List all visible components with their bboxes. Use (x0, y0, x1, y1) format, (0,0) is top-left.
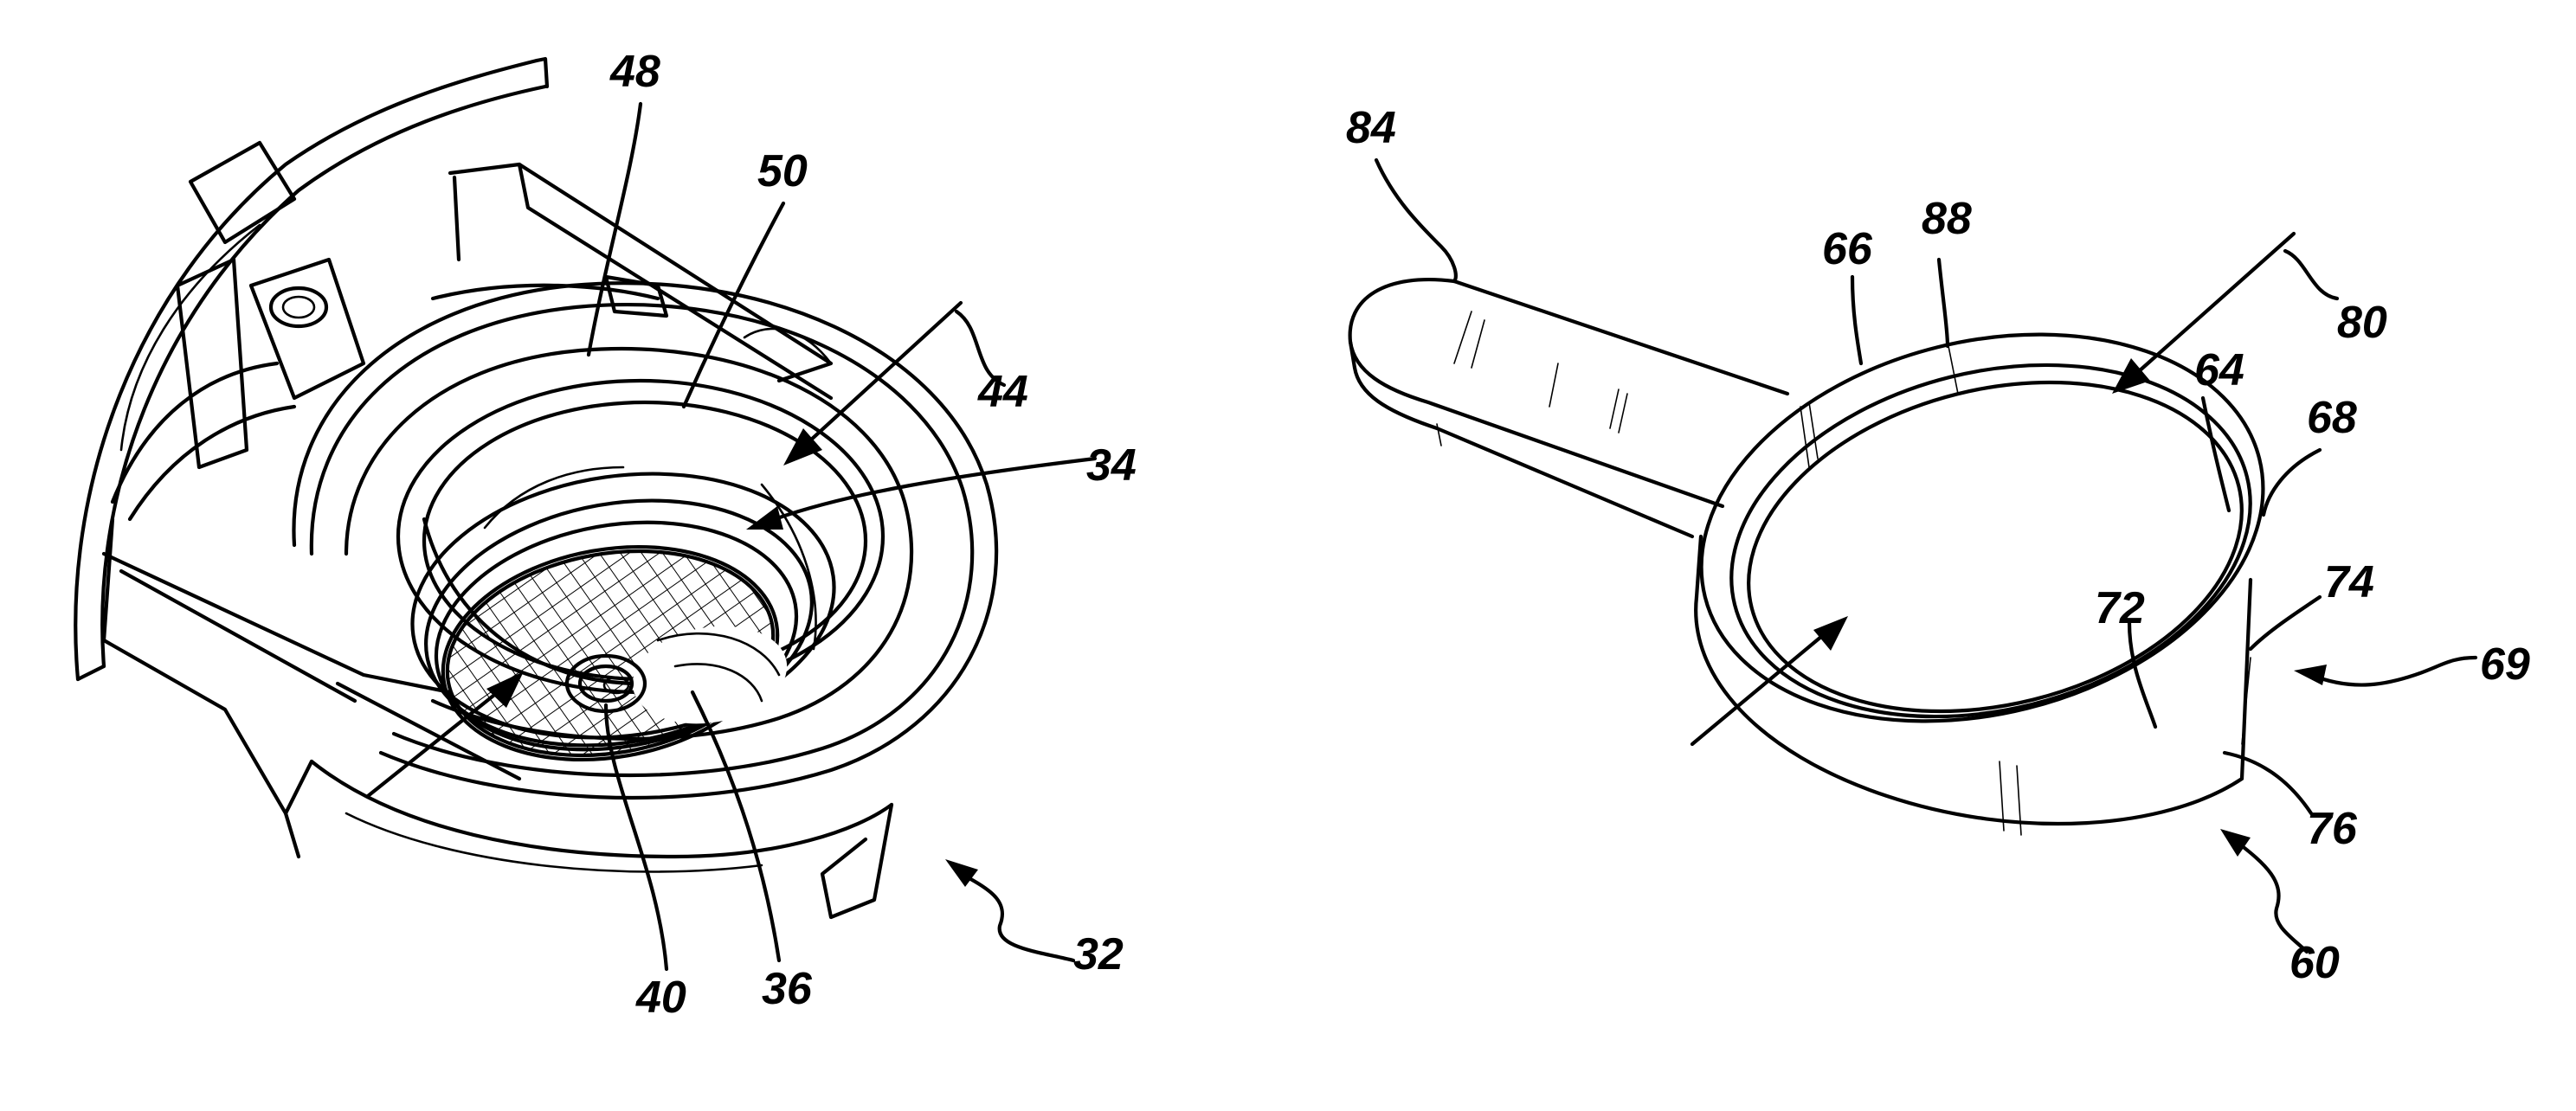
left-figure: 48 50 44 34 32 40 36 (75, 47, 1137, 1023)
label-50: 50 (757, 146, 808, 196)
label-74: 74 (2324, 557, 2374, 607)
label-60: 60 (2289, 938, 2340, 988)
label-66: 66 (1822, 224, 1873, 274)
label-36: 36 (762, 964, 813, 1014)
label-48: 48 (609, 47, 660, 97)
label-64: 64 (2194, 345, 2244, 395)
label-34: 34 (1086, 440, 1137, 491)
label-40: 40 (635, 973, 686, 1023)
handle (1350, 279, 1787, 536)
right-figure: 84 66 88 80 64 68 74 72 69 76 60 (1346, 103, 2530, 988)
label-84: 84 (1346, 103, 1396, 153)
label-68: 68 (2307, 393, 2357, 443)
label-69: 69 (2480, 639, 2530, 690)
label-32: 32 (1073, 929, 1124, 979)
label-76: 76 (2307, 804, 2358, 854)
label-80: 80 (2337, 298, 2387, 348)
label-88: 88 (1922, 194, 1972, 244)
label-44: 44 (977, 367, 1028, 417)
label-72: 72 (2095, 583, 2145, 633)
